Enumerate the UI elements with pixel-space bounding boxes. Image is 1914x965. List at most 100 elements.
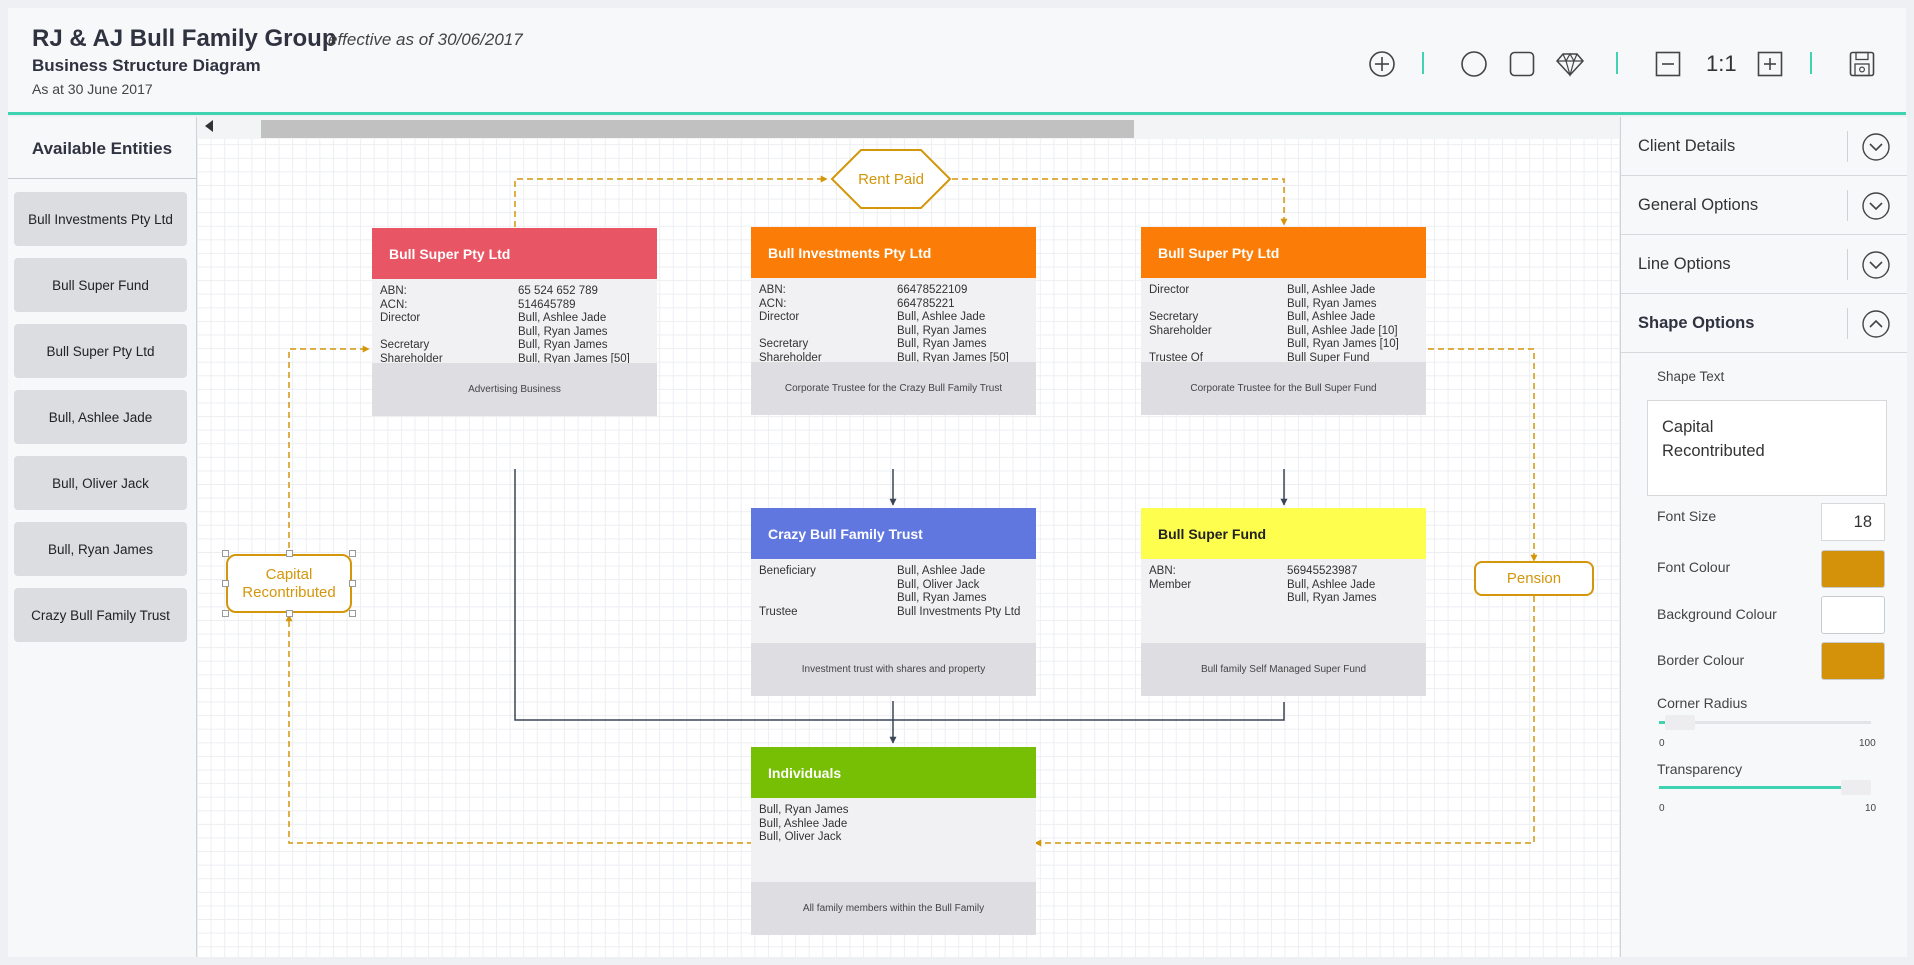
accordion-separator xyxy=(1847,190,1848,221)
horizontal-scrollbar[interactable] xyxy=(197,117,1619,139)
entity-item[interactable]: Bull, Ashlee Jade xyxy=(14,390,187,444)
accordion-general-options[interactable]: General Options xyxy=(1621,176,1907,235)
entity-card-bull-super-pty-ltd[interactable]: Bull Super Pty Ltd ABN:65 524 652 789 AC… xyxy=(372,228,657,416)
rent-paid-label[interactable]: Rent Paid xyxy=(858,170,924,188)
accordion-line-options[interactable]: Line Options xyxy=(1621,235,1907,294)
detail-value: Bull, Ashlee Jade Bull, Oliver Jack Bull… xyxy=(897,565,987,604)
add-button[interactable] xyxy=(1366,48,1398,80)
border-colour-swatch[interactable] xyxy=(1821,642,1885,680)
effective-date: effective as of 30/06/2017 xyxy=(328,30,523,49)
entity-card-title: Crazy Bull Family Trust xyxy=(751,508,1036,559)
resize-handle[interactable] xyxy=(222,550,229,557)
resize-handle[interactable] xyxy=(286,550,293,557)
detail-row: ACN:514645789 xyxy=(380,299,651,313)
entity-detail-rows: Beneficiary Bull, Ashlee Jade Bull, Olive… xyxy=(759,565,1030,619)
detail-key: ABN: xyxy=(380,285,407,297)
resize-handle[interactable] xyxy=(222,580,229,587)
detail-row: Director Bull, Ashlee Jade Bull, Ryan Jam… xyxy=(1149,284,1420,311)
zoom-in-button[interactable] xyxy=(1754,48,1786,80)
resize-handle[interactable] xyxy=(222,610,229,617)
detail-value: Bull Investments Pty Ltd xyxy=(897,605,1021,618)
font-colour-label: Font Colour xyxy=(1657,559,1731,575)
chevron-up-icon[interactable] xyxy=(1861,309,1891,339)
slider-min: 0 xyxy=(1659,803,1665,814)
detail-value: Bull, Ashlee Jade Bull, Ryan James xyxy=(1287,578,1377,605)
background-colour-swatch[interactable] xyxy=(1821,596,1885,634)
entity-item[interactable]: Bull Investments Pty Ltd xyxy=(14,192,187,246)
corner-radius-label: Corner Radius xyxy=(1657,695,1748,711)
flow-line xyxy=(285,614,893,844)
slider-thumb[interactable] xyxy=(1841,780,1871,795)
accordion-client-details[interactable]: Client Details xyxy=(1621,117,1907,176)
circle-icon xyxy=(1461,51,1487,77)
accordion-separator xyxy=(1847,131,1848,162)
detail-row: Bull, Ryan James Bull, Ashlee Jade Bull,… xyxy=(759,804,1030,845)
entity-item[interactable]: Bull Super Fund xyxy=(14,258,187,312)
detail-key: Shareholder xyxy=(1149,324,1212,337)
detail-value: 66478522109 xyxy=(897,284,968,296)
entity-card-bull-investments-pty-ltd[interactable]: Bull Investments Pty Ltd ABN:66478522109… xyxy=(751,227,1036,415)
diagram-canvas[interactable]: Rent Paid Bull Super Pty Ltd ABN:65 524 … xyxy=(197,117,1619,957)
transparency-slider[interactable] xyxy=(1659,780,1871,795)
flow-line xyxy=(952,178,1288,226)
detail-value: Bull Super Fund xyxy=(1287,351,1370,364)
entity-item[interactable]: Crazy Bull Family Trust xyxy=(14,588,187,642)
rounded-rect-button[interactable] xyxy=(1506,48,1538,80)
slider-fill xyxy=(1659,786,1871,789)
corner-radius-slider[interactable] xyxy=(1659,715,1871,730)
resize-handle[interactable] xyxy=(286,610,293,617)
save-button[interactable] xyxy=(1846,48,1878,80)
detail-value: Bull, Ashlee Jade xyxy=(1287,311,1376,323)
zoom-reset-button[interactable]: 1:1 xyxy=(1706,51,1737,76)
entity-card-footer: Corporate Trustee for the Bull Super Fun… xyxy=(1141,362,1426,415)
detail-key: Secretary xyxy=(1149,311,1199,323)
toolbar-separator xyxy=(1616,52,1618,74)
circle-shape-button[interactable] xyxy=(1458,48,1490,80)
entity-item[interactable]: Bull, Oliver Jack xyxy=(14,456,187,510)
chevron-down-icon[interactable] xyxy=(1861,250,1891,280)
shape-text-input[interactable]: Capital Recontributed xyxy=(1647,400,1887,496)
entity-card-crazy-bull-family-trust[interactable]: Crazy Bull Family Trust Beneficiary Bull,… xyxy=(751,508,1036,696)
chevron-down-icon[interactable] xyxy=(1861,191,1891,221)
entity-card-body: Director Bull, Ashlee Jade Bull, Ryan Jam… xyxy=(1141,278,1426,415)
resize-handle[interactable] xyxy=(349,550,356,557)
entity-card-individuals[interactable]: Individuals Bull, Ryan James Bull, Ashle… xyxy=(751,747,1036,935)
capital-recontributed-shape[interactable]: Capital Recontributed xyxy=(226,554,352,613)
diamond-shape-button[interactable] xyxy=(1554,48,1586,80)
minus-square-icon xyxy=(1655,51,1681,77)
entity-card-title: Bull Super Pty Ltd xyxy=(1141,227,1426,278)
detail-value: 514645789 xyxy=(518,298,576,311)
accordion-shape-options[interactable]: Shape Options xyxy=(1621,294,1907,353)
entity-card-footer: Advertising Business xyxy=(372,363,657,416)
zoom-out-button[interactable] xyxy=(1652,48,1684,80)
rounded-square-icon xyxy=(1509,51,1535,77)
detail-key: Trustee xyxy=(759,605,798,618)
flow-line xyxy=(1428,348,1538,562)
accordion-separator xyxy=(1847,249,1848,280)
slider-thumb[interactable] xyxy=(1665,715,1696,730)
slider-max: 10 xyxy=(1865,803,1877,814)
resize-handle[interactable] xyxy=(349,580,356,587)
detail-key: Beneficiary xyxy=(759,565,816,577)
resize-handle[interactable] xyxy=(349,610,356,617)
detail-key: Director xyxy=(1149,284,1190,296)
detail-key: Director xyxy=(759,311,800,323)
chevron-down-icon[interactable] xyxy=(1861,132,1891,162)
pension-shape[interactable]: Pension xyxy=(1474,561,1594,596)
detail-key: Shareholder xyxy=(380,352,443,365)
entity-item[interactable]: Bull, Ryan James xyxy=(14,522,187,576)
shape-text-label: Shape Text xyxy=(1657,369,1725,384)
entity-item[interactable]: Bull Super Pty Ltd xyxy=(14,324,187,378)
font-size-input[interactable]: 18 xyxy=(1821,503,1885,541)
font-colour-swatch[interactable] xyxy=(1821,550,1885,588)
scrollbar-thumb[interactable] xyxy=(261,120,1134,138)
detail-value: Bull, Ashlee Jade Bull, Ryan James xyxy=(1287,284,1377,310)
gem-icon xyxy=(1555,52,1585,78)
scroll-left-arrow-icon[interactable] xyxy=(205,120,213,132)
